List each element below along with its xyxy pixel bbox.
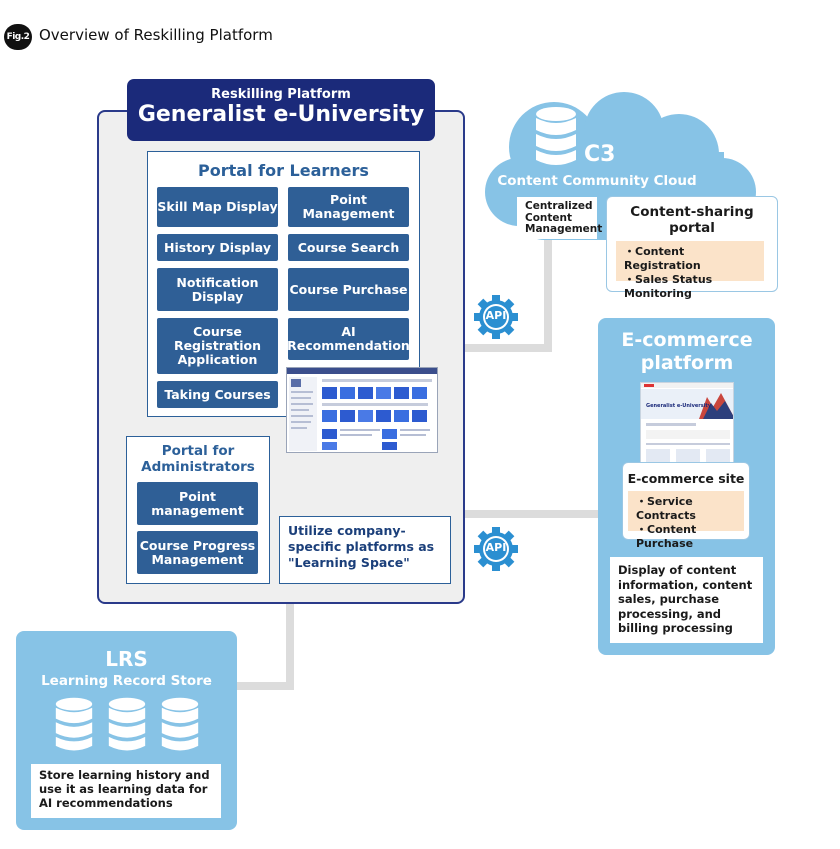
- feature-course-purchase: Course Purchase: [288, 268, 409, 311]
- lrs-description: Store learning history and use it as lea…: [39, 768, 210, 810]
- lrs-database-icon-2: [108, 697, 146, 751]
- lrs-title: LRS: [105, 647, 148, 671]
- api-icon-c3: [474, 295, 518, 339]
- c3-database-icon: [536, 107, 576, 165]
- c3-subtitle: Content Community Cloud: [497, 173, 697, 189]
- sharing-item-sales-status: ・Sales Status Monitoring: [624, 273, 713, 300]
- ecommerce-preview-graphic: [641, 383, 733, 465]
- ecommerce-item-content-purchase: ・Content Purchase: [636, 523, 697, 550]
- lrs-subtitle: Learning Record Store: [41, 673, 212, 689]
- feature-taking-courses: Taking Courses: [157, 381, 278, 408]
- api-icon-ecommerce: [474, 527, 518, 571]
- learner-portal-title: Portal for Learners: [198, 161, 369, 180]
- ecommerce-title: E-commerce platform: [621, 329, 753, 374]
- feature-point-management: Point Management: [288, 187, 409, 227]
- ecommerce-preview: Generalist e-University: [640, 382, 734, 468]
- learner-portal-screenshot: [286, 367, 438, 453]
- platform-subtitle: Reskilling Platform: [211, 87, 351, 102]
- feature-ai-recommendation: AI Recommendation: [287, 318, 410, 360]
- lrs-database-icon-1: [55, 697, 93, 751]
- feature-course-registration-application: Course Registration Application: [157, 318, 278, 374]
- c3-title: C3: [584, 142, 616, 167]
- ecommerce-item-service-contracts: ・Service Contracts: [636, 495, 696, 522]
- feature-notification-display: Notification Display: [157, 268, 278, 311]
- admin-portal-title: Portal for Administrators: [141, 443, 255, 475]
- lrs-description-box: Store learning history and use it as lea…: [31, 764, 221, 818]
- platform-header: Reskilling Platform Generalist e-Univers…: [127, 79, 435, 141]
- ecommerce-site-title: E-commerce site: [627, 471, 745, 486]
- content-sharing-items: ・Content Registration ・Sales Status Moni…: [616, 241, 764, 300]
- feature-skill-map-display: Skill Map Display: [157, 187, 278, 227]
- connector-lrs-horizontal: [237, 682, 294, 690]
- ecommerce-description: Display of content information, content …: [618, 563, 753, 635]
- sharing-item-registration: ・Content Registration: [624, 245, 701, 272]
- ecommerce-preview-headline: Generalist e-University: [646, 403, 712, 409]
- centralized-content-management: Centralized Content Management: [517, 197, 603, 239]
- content-sharing-title: Content-sharing portal: [630, 204, 754, 236]
- platform-title: Generalist e-University: [137, 102, 425, 127]
- learning-space-note: Utilize company-specific platforms as "L…: [279, 516, 451, 584]
- ecommerce-description-box: Display of content information, content …: [610, 557, 763, 643]
- connector-c3-vertical: [544, 240, 552, 352]
- feature-history-display: History Display: [157, 234, 278, 261]
- figure-title: Overview of Reskilling Platform: [39, 26, 273, 44]
- connector-lrs-vertical: [286, 604, 294, 690]
- lrs-database-icon-3: [161, 697, 199, 751]
- ecommerce-site-items: ・Service Contracts ・Content Purchase: [628, 491, 744, 550]
- connector-ecommerce: [465, 510, 598, 518]
- figure-badge: Fig.2: [4, 24, 32, 50]
- feature-admin-point-management: Point management: [137, 482, 258, 525]
- api-label-c3: API: [485, 309, 507, 322]
- feature-course-progress-management: Course Progress Management: [137, 531, 258, 574]
- connector-c3-horizontal: [465, 344, 552, 352]
- api-label-ecommerce: API: [485, 541, 507, 554]
- feature-course-search: Course Search: [288, 234, 409, 261]
- centralized-text: Centralized Content Management: [525, 200, 603, 235]
